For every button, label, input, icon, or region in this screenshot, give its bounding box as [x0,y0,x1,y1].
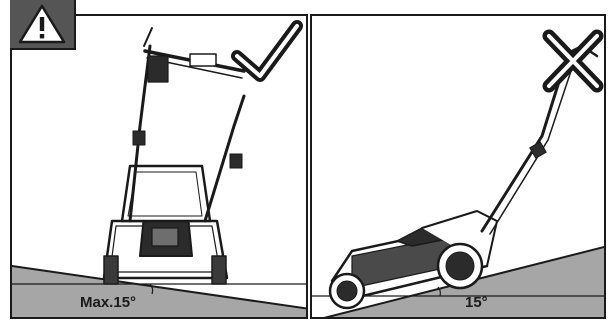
mower-facing-slope-illustration [12,16,308,319]
slope-angle-label: 15° [465,294,488,311]
checkmark-icon [237,26,297,76]
warning-box [10,0,76,50]
panel-correct-usage [10,14,308,319]
mower-front-view [104,28,244,284]
panel-incorrect-usage [310,14,606,319]
mower-across-slope-illustration [312,16,606,319]
cross-icon [549,36,597,86]
max-slope-label: Max.15° [80,294,136,311]
warning-triangle-icon [10,0,74,48]
